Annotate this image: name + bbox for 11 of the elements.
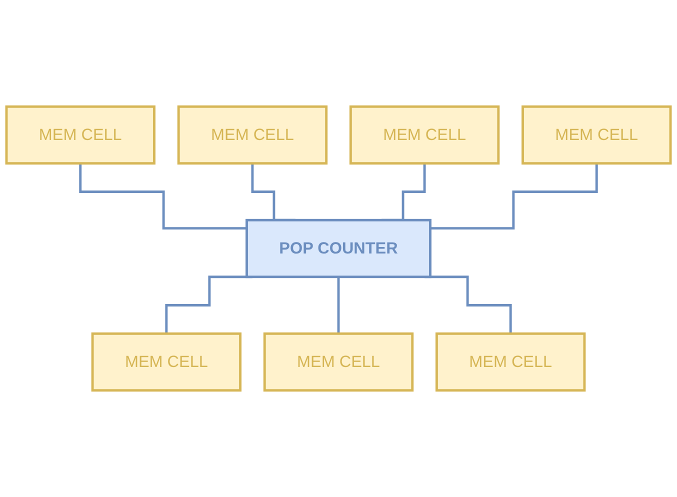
node-box: MEM CELL	[436, 332, 586, 392]
connector	[337, 276, 340, 335]
node-box: MEM CELL	[91, 332, 242, 392]
node-box: MEM CELL	[349, 105, 500, 165]
connector	[430, 162, 598, 230]
node-box: POP COUNTER	[246, 218, 432, 278]
node-box: MEM CELL	[522, 105, 672, 165]
connector	[79, 162, 247, 230]
node-box: MEM CELL	[5, 105, 156, 165]
node-box: MEM CELL	[263, 332, 414, 392]
node-box: MEM CELL	[177, 105, 328, 165]
